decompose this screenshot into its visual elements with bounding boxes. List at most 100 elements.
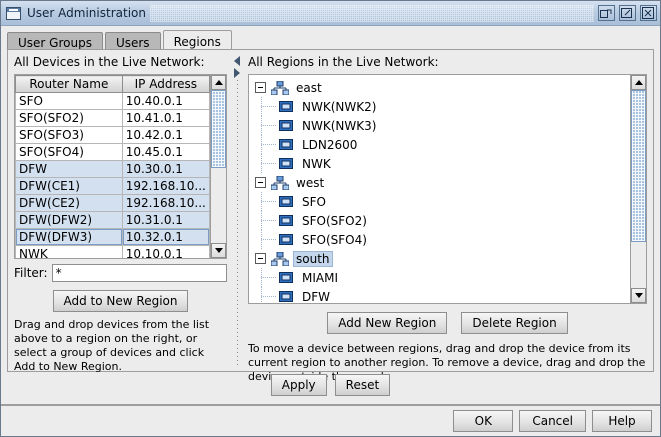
tree-node-label: MIAMI — [302, 270, 338, 285]
regions-tab-panel: All Devices in the Live Network: Router … — [7, 49, 654, 383]
regions-scrollbar[interactable] — [630, 75, 646, 303]
maximize-button[interactable] — [619, 5, 636, 21]
tree-device-node[interactable]: NWK(NWK3) — [249, 116, 630, 135]
cell-ip-address: 10.32.0.1 — [121, 228, 210, 246]
close-button[interactable] — [640, 5, 657, 21]
apply-reset-row: Apply Reset — [1, 372, 660, 398]
tree-node-label: SFO(SFO2) — [302, 213, 367, 228]
table-row[interactable]: DFW(CE2)192.168.10... — [15, 194, 210, 212]
tree-device-node[interactable]: SFO(SFO4) — [249, 230, 630, 249]
tree-device-node[interactable]: SFO — [249, 192, 630, 211]
tree-region-node[interactable]: south — [249, 249, 630, 268]
reset-button[interactable]: Reset — [334, 374, 391, 396]
tab-regions[interactable]: Regions — [162, 30, 232, 52]
tab-user-groups-label: User Groups — [18, 35, 92, 50]
tree-node-label: NWK — [302, 156, 331, 171]
tree-node-label: LDN2600 — [302, 137, 358, 152]
devices-hint-text: Drag and drop devices from the list abov… — [14, 318, 210, 373]
devices-scroll-thumb[interactable] — [211, 90, 226, 168]
tree-guide-line — [261, 287, 262, 303]
tree-node-label: south — [293, 250, 333, 267]
tree-node-label: SFO(SFO4) — [302, 232, 367, 247]
divider-grip — [237, 80, 238, 367]
table-row[interactable]: SFO(SFO4)10.45.0.1 — [15, 143, 210, 161]
cell-router-name: DFW(CE2) — [15, 194, 123, 212]
devices-table-header-row: Router Name IP Address — [15, 75, 210, 93]
devices-panel: All Devices in the Live Network: Router … — [8, 50, 233, 373]
devices-scroll-down-button[interactable] — [211, 243, 226, 258]
cell-router-name: SFO(SFO4) — [15, 143, 123, 161]
apply-button[interactable]: Apply — [270, 374, 327, 396]
tree-device-node[interactable]: MIAMI — [249, 268, 630, 287]
window-icon — [6, 6, 21, 20]
help-button[interactable]: Help — [592, 410, 652, 432]
regions-scroll-thumb[interactable] — [631, 90, 646, 242]
cell-ip-address: 10.41.0.1 — [121, 109, 210, 127]
network-region-icon — [271, 251, 289, 266]
cell-router-name: DFW(DFW3) — [15, 228, 123, 246]
table-row[interactable]: DFW(DFW2)10.31.0.1 — [15, 211, 210, 229]
filter-row: Filter: — [14, 264, 227, 282]
filter-label: Filter: — [14, 266, 48, 280]
tree-device-node[interactable]: NWK(NWK2) — [249, 97, 630, 116]
tab-regions-label: Regions — [173, 34, 221, 49]
cell-ip-address: 10.31.0.1 — [121, 211, 210, 229]
tree-node-label: NWK(NWK3) — [302, 118, 377, 133]
table-row[interactable]: SFO(SFO2)10.41.0.1 — [15, 109, 210, 127]
regions-scroll-up-button[interactable] — [631, 75, 646, 90]
tab-strip: User Groups Users Regions — [7, 30, 660, 52]
cell-ip-address: 10.45.0.1 — [121, 143, 210, 161]
tree-collapse-toggle-icon[interactable] — [255, 177, 266, 188]
delete-region-button[interactable]: Delete Region — [461, 312, 568, 334]
title-bar: User Administration — [1, 1, 660, 26]
window-title: User Administration — [27, 6, 146, 20]
regions-panel-label: All Regions in the Live Network: — [248, 55, 439, 69]
table-row[interactable]: DFW(CE1)192.168.10... — [15, 177, 210, 195]
tree-collapse-toggle-icon[interactable] — [255, 253, 266, 264]
tab-users[interactable]: Users — [104, 32, 161, 52]
add-to-new-region-button[interactable]: Add to New Region — [52, 290, 189, 312]
devices-scroll-up-button[interactable] — [211, 75, 226, 90]
add-new-region-button[interactable]: Add New Region — [327, 312, 448, 334]
tree-device-node[interactable]: NWK — [249, 154, 630, 173]
tree-node-label: NWK(NWK2) — [302, 99, 377, 114]
table-row[interactable]: SFO(SFO3)10.42.0.1 — [15, 126, 210, 144]
cancel-button[interactable]: Cancel — [519, 410, 586, 432]
tree-collapse-toggle-icon[interactable] — [255, 82, 266, 93]
tree-region-node[interactable]: west — [249, 173, 630, 192]
devices-panel-label: All Devices in the Live Network: — [14, 55, 205, 69]
tree-device-node[interactable]: SFO(SFO2) — [249, 211, 630, 230]
tree-device-node[interactable]: LDN2600 — [249, 135, 630, 154]
regions-scroll-track[interactable] — [631, 90, 646, 288]
tree-node-label: west — [296, 175, 325, 190]
regions-scroll-down-button[interactable] — [631, 288, 646, 303]
add-to-new-region-row: Add to New Region — [8, 290, 233, 312]
caret-down-icon — [635, 293, 643, 298]
device-icon — [279, 157, 293, 169]
split-pane: All Devices in the Live Network: Router … — [8, 50, 653, 383]
divider-collapse-left-icon[interactable] — [234, 56, 240, 66]
devices-scrollbar[interactable] — [210, 75, 226, 258]
network-region-icon — [271, 80, 289, 95]
cell-ip-address: 10.40.0.1 — [121, 92, 210, 110]
column-header-router-name[interactable]: Router Name — [15, 75, 123, 93]
cell-router-name: NWK — [15, 245, 123, 258]
divider-collapse-right-icon[interactable] — [234, 68, 240, 78]
split-divider[interactable] — [233, 50, 242, 371]
tree-region-node[interactable]: east — [249, 78, 630, 97]
tab-user-groups[interactable]: User Groups — [7, 32, 103, 52]
column-header-ip-address[interactable]: IP Address — [121, 75, 210, 93]
filter-input[interactable] — [51, 264, 227, 282]
device-icon — [279, 138, 293, 150]
devices-scroll-track[interactable] — [211, 90, 226, 243]
table-row[interactable]: DFW(DFW3)10.32.0.1 — [15, 228, 210, 246]
restore-button[interactable] — [598, 5, 615, 21]
tree-device-node[interactable]: DFW — [249, 287, 630, 303]
ok-button[interactable]: OK — [453, 410, 514, 432]
